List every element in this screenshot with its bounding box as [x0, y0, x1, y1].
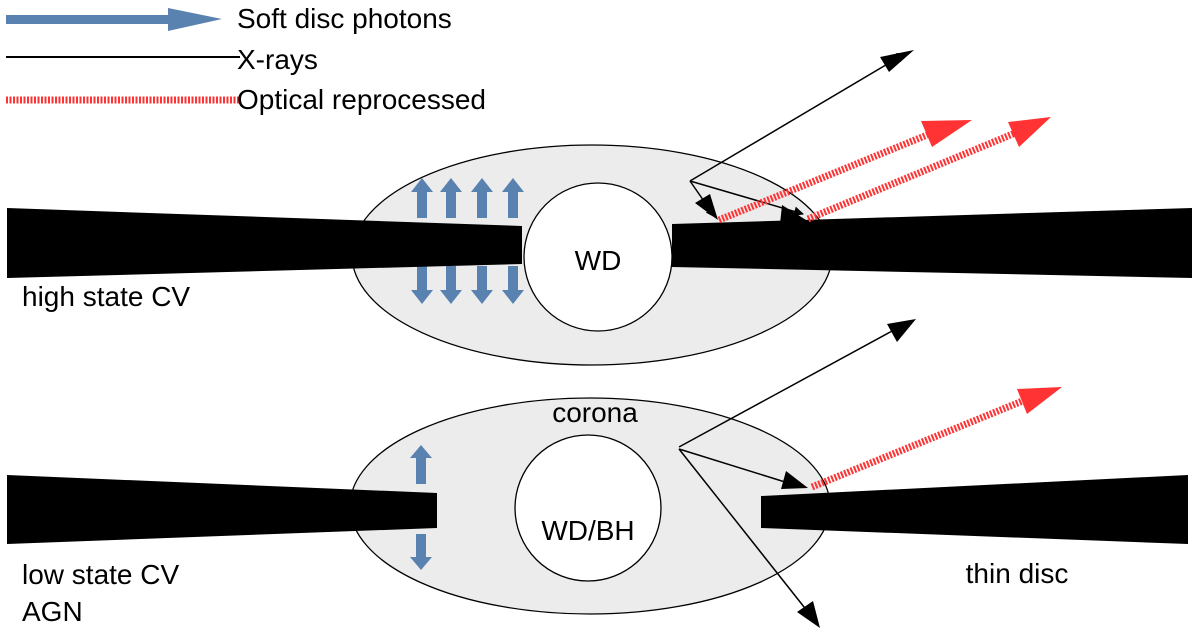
soft-photon-arrow-icon: [411, 266, 433, 304]
state-label: high state CV: [22, 281, 190, 312]
xray-ray-escaping: [689, 52, 907, 182]
xray-rays: [678, 323, 906, 613]
soft-photon-arrow-icon: [411, 178, 433, 218]
soft-photon-arrow-icon: [410, 534, 432, 570]
central-object-label: WD: [575, 245, 622, 276]
soft-photon-arrow-icon: [440, 178, 462, 218]
central-object-label: WD/BH: [541, 515, 634, 546]
thin-disc-label: thin disc: [966, 558, 1069, 589]
legend-item-soft-photons: Soft disc photons: [6, 3, 452, 34]
state-label-agn: AGN: [22, 596, 83, 627]
arrowhead-icon: [887, 319, 916, 342]
soft-photon-arrow-icon: [471, 178, 493, 218]
optical-ray: [810, 396, 1027, 491]
xray-ray-escaping: [678, 323, 906, 448]
soft-photon-arrows-up: [411, 178, 524, 218]
soft-photon-arrow-icon: [440, 266, 462, 304]
white-dwarf: [523, 182, 673, 332]
bottom-panel: corona WD/BH low state CV AGN thin disc: [7, 319, 1188, 628]
top-panel: WD high state CV: [7, 50, 1192, 366]
arrowhead-icon: [695, 194, 718, 220]
optical-arrowhead-icon: [1008, 117, 1051, 147]
optical-ray: [806, 127, 1022, 223]
disc-left: [7, 475, 437, 544]
optical-rays: [717, 117, 1051, 224]
xray-ray-downward: [678, 448, 809, 613]
soft-photon-arrow-icon: [502, 266, 524, 304]
arrowhead-icon: [880, 50, 914, 72]
xray-ray-to-disc: [678, 448, 786, 483]
state-label: low state CV: [22, 559, 179, 590]
soft-photon-arrow-icon: [471, 266, 493, 304]
legend-label: Optical reprocessed: [237, 84, 486, 115]
soft-photon-arrow-icon: [410, 445, 432, 484]
compact-object: [514, 434, 662, 582]
legend-label: Soft disc photons: [237, 3, 452, 34]
optical-arrowhead-icon: [1017, 387, 1062, 414]
disc-right: [761, 475, 1188, 544]
arrowhead-icon: [780, 205, 806, 224]
legend-label: X-rays: [237, 44, 318, 75]
legend-item-xrays: X-rays: [6, 44, 318, 75]
corona-label: corona: [552, 397, 638, 428]
arrowhead-icon: [797, 601, 820, 628]
soft-photon-arrow-icon: [502, 178, 524, 218]
legend-item-optical: Optical reprocessed: [6, 84, 486, 115]
legend: Soft disc photons X-rays Optical reproce…: [6, 3, 486, 115]
arrowhead-icon: [781, 471, 808, 489]
soft-photon-arrows-down: [411, 266, 524, 304]
disc-left: [7, 208, 522, 278]
soft-photon-arrow-icon: [6, 8, 222, 31]
optical-arrowhead-icon: [921, 120, 972, 147]
disc-right: [672, 208, 1192, 278]
